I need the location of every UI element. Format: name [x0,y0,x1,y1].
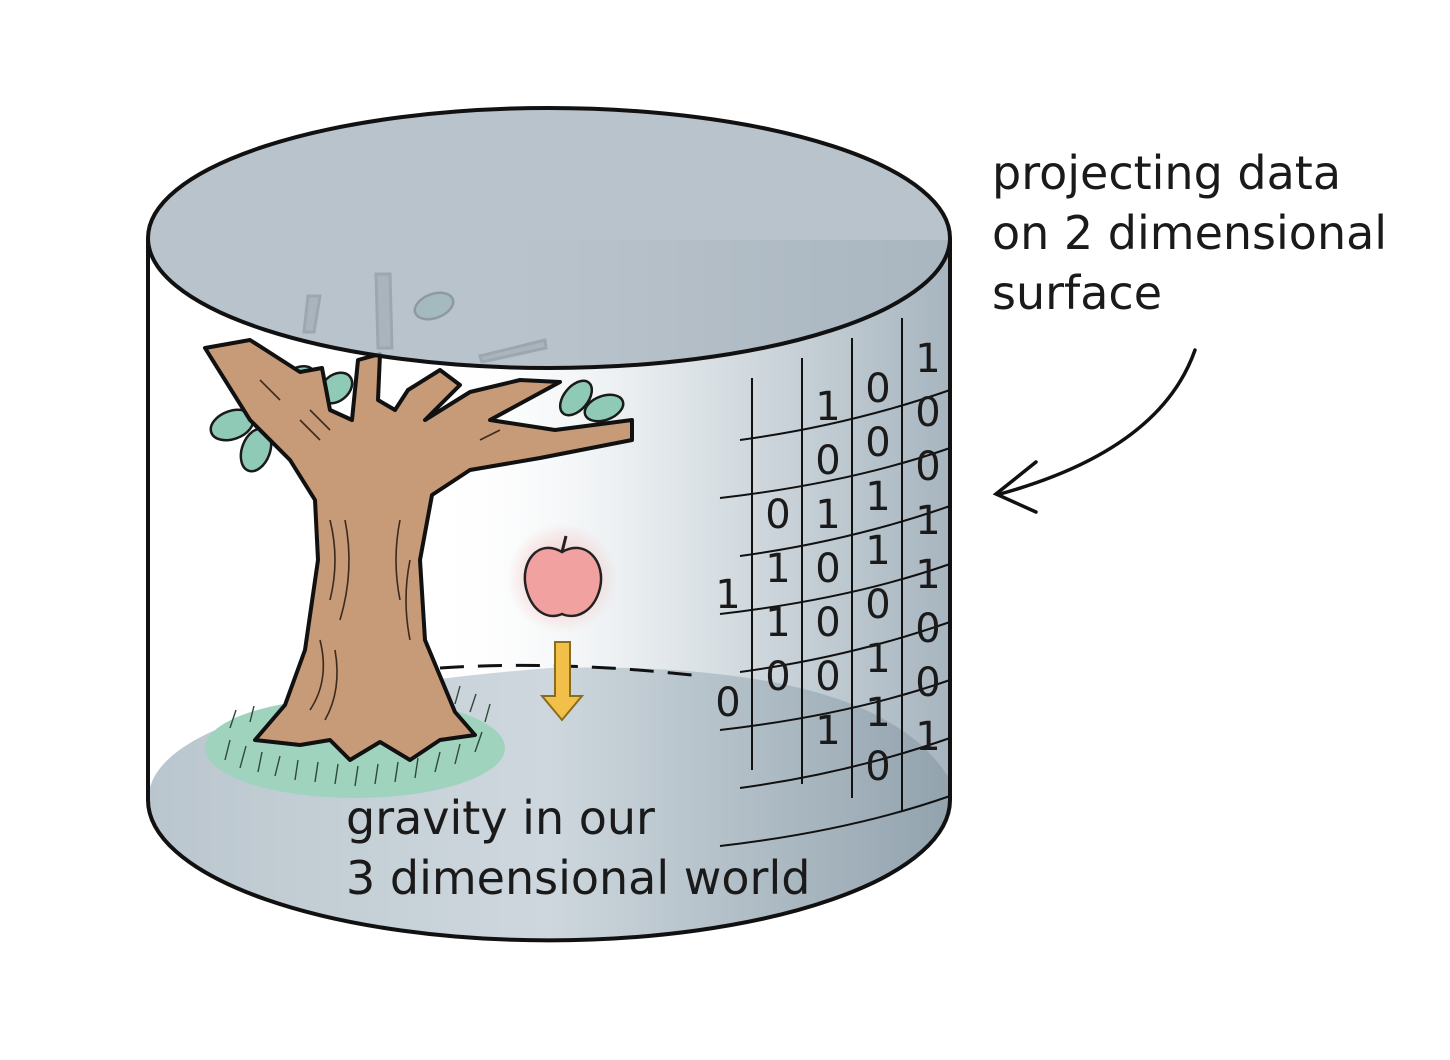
binary-digit: 0 [815,546,840,592]
binary-digit: 0 [865,744,890,790]
binary-digit: 0 [915,390,940,436]
binary-digit: 1 [865,690,890,736]
grid-horizontal-line [739,505,951,557]
binary-digit: 1 [915,552,940,598]
binary-digit: 1 [915,714,940,760]
annotation-line: surface [992,266,1163,320]
binary-digit: 0 [715,680,740,726]
binary-digit: 1 [815,708,840,754]
grid-horizontal-line [719,795,951,847]
binary-digit: 0 [865,582,890,628]
grid-horizontal-line [739,621,951,673]
binary-digit: 0 [915,660,940,706]
binary-digit: 1 [915,336,940,382]
apple-icon [507,523,617,633]
binary-digit: 0 [815,600,840,646]
binary-digit: 1 [865,474,890,520]
binary-digit: 0 [915,444,940,490]
curved-arrow-icon [992,348,1197,514]
binary-digit: 1 [915,498,940,544]
binary-digit: 0 [865,366,890,412]
binary-digit: 0 [815,654,840,700]
cylinder-lid [146,106,952,370]
binary-digit: 0 [815,438,840,484]
caption-line: 3 dimensional world [346,851,811,905]
grid-horizontal-line [719,563,951,615]
binary-digit: 0 [865,420,890,466]
binary-digit: 1 [765,600,790,646]
binary-digit: 1 [865,636,890,682]
cylinder-outline [146,238,952,943]
binary-digit: 1 [715,572,740,618]
caption-line: gravity in our [346,791,655,845]
binary-digit: 1 [865,528,890,574]
binary-digit: 1 [815,384,840,430]
binary-digit: 0 [765,654,790,700]
grid-horizontal-line [739,737,951,789]
binary-digit: 1 [815,492,840,538]
binary-digit: 0 [915,606,940,652]
grid-horizontal-line [719,447,951,499]
down-arrow-icon [539,641,585,722]
gravity-caption: gravity in our 3 dimensional world [346,788,810,908]
surface-annotation: projecting data on 2 dimensional surface [992,143,1387,323]
binary-digit: 1 [765,546,790,592]
grid-horizontal-line [739,389,951,441]
annotation-line: on 2 dimensional [992,206,1388,260]
annotation-line: projecting data [992,146,1342,200]
grid-horizontal-line [719,679,951,731]
binary-digit: 0 [765,492,790,538]
